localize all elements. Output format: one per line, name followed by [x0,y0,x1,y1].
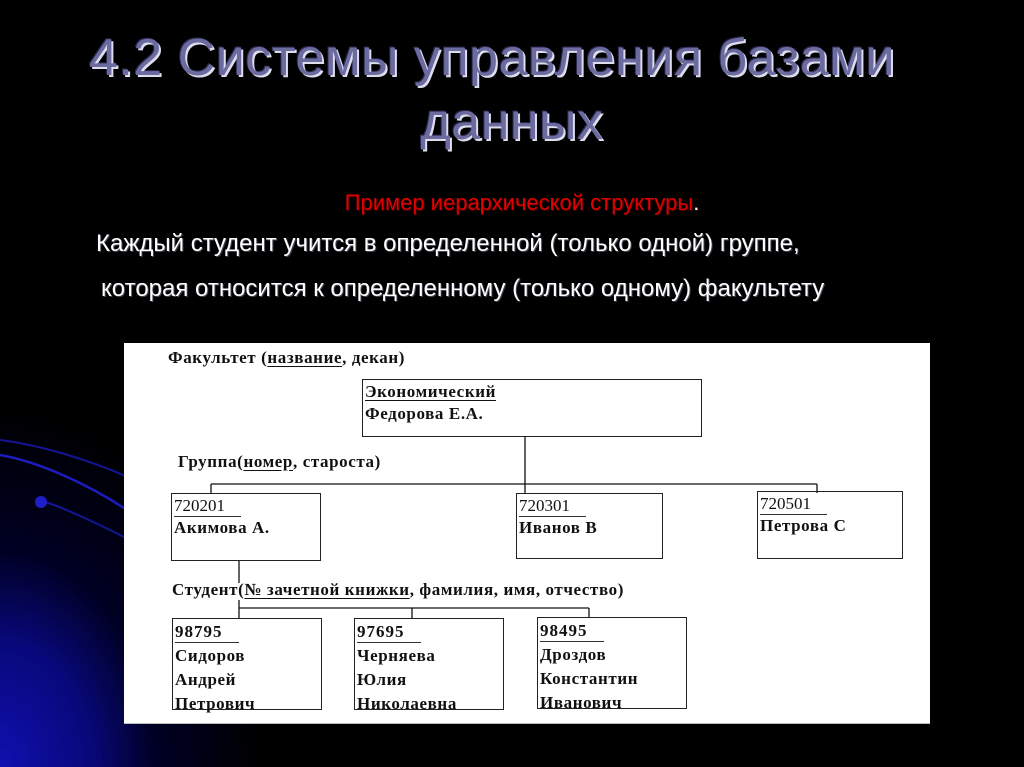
faculty-dean: Федорова Е.А. [365,404,484,423]
student-schema-label: Студент(№ зачетной книжки, фамилия, имя,… [172,580,624,600]
group-head: Акимова А. [174,518,270,537]
student-id: 98795 [175,622,239,643]
student-first-name: Юлия [357,670,407,689]
student-id: 97695 [357,622,421,643]
description-line1: Каждый студент учится в определенной (то… [96,230,800,257]
faculty-label-suffix: , декан) [342,348,406,367]
student-middle-name: Иванович [540,693,623,712]
group-schema-label: Группа(номер, староста) [178,452,381,472]
student-last-name: Дроздов [540,645,607,664]
faculty-name: Экономический [365,382,497,401]
student-label-prefix: Студент( [172,580,245,599]
group-box: 720501 Петрова С [757,491,903,559]
student-middle-name: Николаевна [357,694,457,713]
slide-title-line2: данных [420,93,604,151]
subtitle-dot: . [693,190,700,215]
group-box: 720201 Акимова А. [171,493,321,561]
student-first-name: Константин [540,669,639,688]
group-head: Петрова С [760,516,847,535]
slide-title: 4.2 Системы управления базами данных [0,26,1024,154]
student-label-suffix: , фамилия, имя, отчество) [409,580,625,599]
faculty-schema-label: Факультет (название, декан) [168,348,405,368]
student-middle-name: Петрович [175,694,256,713]
student-label-key: № зачетной книжки [244,580,410,599]
faculty-label-key: название [267,348,343,367]
subtitle-text: Пример иерархической структуры [344,190,694,215]
description-line2: которая относится к определенному (тольк… [101,275,825,302]
faculty-label-prefix: Факультет ( [168,348,268,367]
student-last-name: Черняева [357,646,436,665]
student-id: 98495 [540,621,604,642]
group-label-key: номер [243,452,293,471]
student-box: 98495 Дроздов Константин Иванович [537,617,687,712]
group-number: 720201 [174,496,241,517]
group-label-prefix: Группа( [178,452,244,471]
slide-title-line1: 4.2 Системы управления базами [88,29,896,87]
student-box: 97695 Черняева Юлия Николаевна [354,618,504,713]
group-number: 720501 [760,494,827,515]
student-last-name: Сидоров [175,646,246,665]
group-box: 720301 Иванов В [516,493,663,559]
decorative-swoosh [0,439,130,541]
slide-subtitle: Пример иерархической структуры. [0,188,1024,218]
student-first-name: Андрей [175,670,237,689]
hierarchy-diagram: Факультет (название, декан) Экономически… [124,343,930,724]
group-head: Иванов В [519,518,598,537]
group-label-suffix: , староста) [293,452,381,471]
faculty-box: Экономический Федорова Е.А. [362,379,702,437]
student-box: 98795 Сидоров Андрей Петрович [172,618,322,713]
group-number: 720301 [519,496,586,517]
